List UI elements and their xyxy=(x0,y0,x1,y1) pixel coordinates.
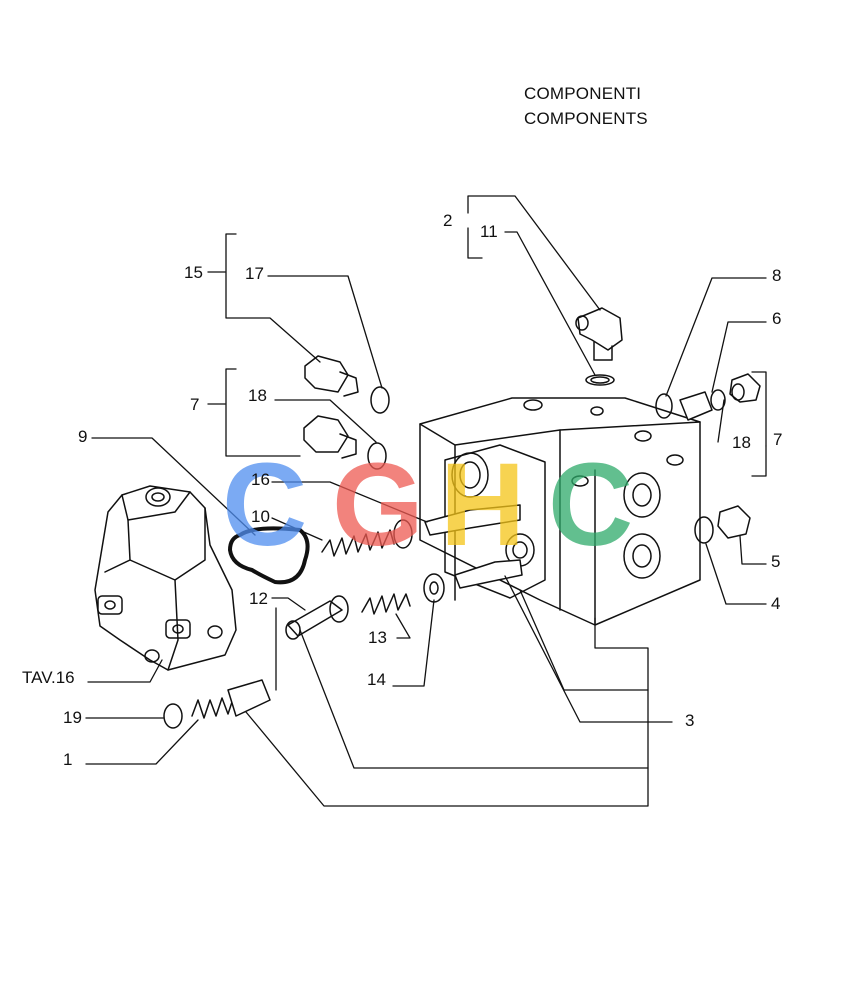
callout-8: 8 xyxy=(772,266,782,285)
callout-12: 12 xyxy=(249,589,268,608)
callout-9: 9 xyxy=(78,427,88,446)
callout-10: 10 xyxy=(251,507,270,526)
spring-1 xyxy=(163,679,271,729)
watermark-letter-g: G xyxy=(332,439,424,571)
spool-16 xyxy=(424,504,521,536)
callout-13: 13 xyxy=(368,628,387,647)
fitting-6 xyxy=(679,389,726,421)
fitting-15 xyxy=(304,355,390,414)
plug-7-right xyxy=(729,373,761,403)
callout-7-right: 7 xyxy=(773,430,783,449)
callout-17: 17 xyxy=(245,264,264,283)
callout-tav16: TAV.16 xyxy=(22,668,75,687)
callout-14: 14 xyxy=(367,670,386,689)
watermark: C G H C xyxy=(222,439,633,571)
callout-3: 3 xyxy=(685,711,695,730)
spring-10 xyxy=(321,519,413,557)
callout-7-left: 7 xyxy=(190,395,200,414)
watermark-letter-c1: C xyxy=(222,439,307,571)
washer-8 xyxy=(655,393,673,419)
watermark-letter-c2: C xyxy=(548,439,633,571)
washer-4 xyxy=(694,516,714,544)
fitting-7-left xyxy=(303,415,387,470)
spool-3 xyxy=(454,559,523,589)
cover-housing xyxy=(94,485,237,671)
callout-16: 16 xyxy=(251,470,270,489)
callout-11: 11 xyxy=(480,222,498,241)
plug-5 xyxy=(717,505,751,539)
callout-2: 2 xyxy=(443,211,453,230)
watermark-letter-h: H xyxy=(440,439,525,571)
header-title-en: COMPONENTS xyxy=(524,109,648,128)
callout-4: 4 xyxy=(771,594,781,613)
washer-14 xyxy=(423,573,445,603)
callout-15: 15 xyxy=(184,263,203,282)
callout-6: 6 xyxy=(772,309,782,328)
callout-19: 19 xyxy=(63,708,82,727)
header-title-it: COMPONENTI xyxy=(524,84,642,103)
callout-18-right: 18 xyxy=(732,433,751,452)
callout-18-left: 18 xyxy=(248,386,267,405)
leader-lines xyxy=(85,195,767,807)
spring-13 xyxy=(361,593,411,615)
callout-1: 1 xyxy=(63,750,73,769)
callout-5: 5 xyxy=(771,552,781,571)
elbow-fitting xyxy=(575,307,623,386)
